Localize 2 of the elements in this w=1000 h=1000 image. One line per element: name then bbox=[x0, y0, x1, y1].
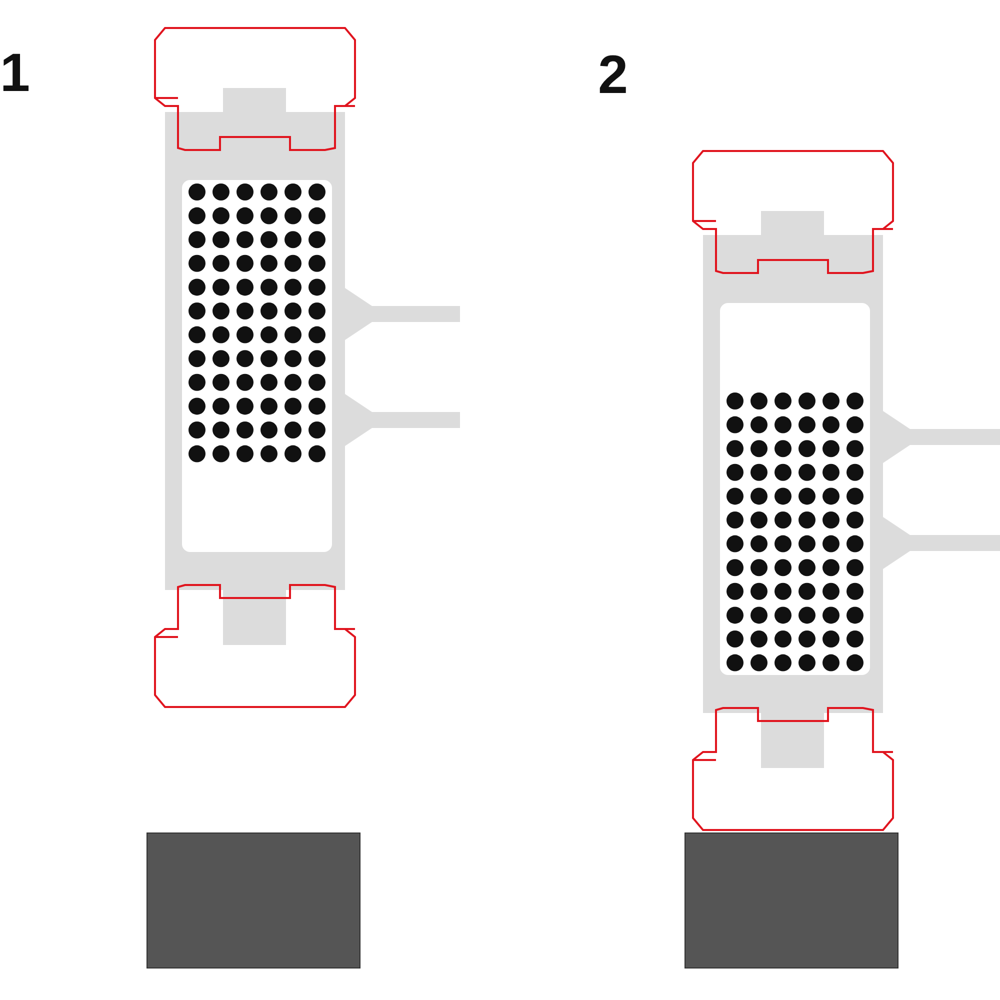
panel-number: 1 bbox=[0, 46, 30, 100]
panel-number: 2 bbox=[598, 48, 628, 102]
